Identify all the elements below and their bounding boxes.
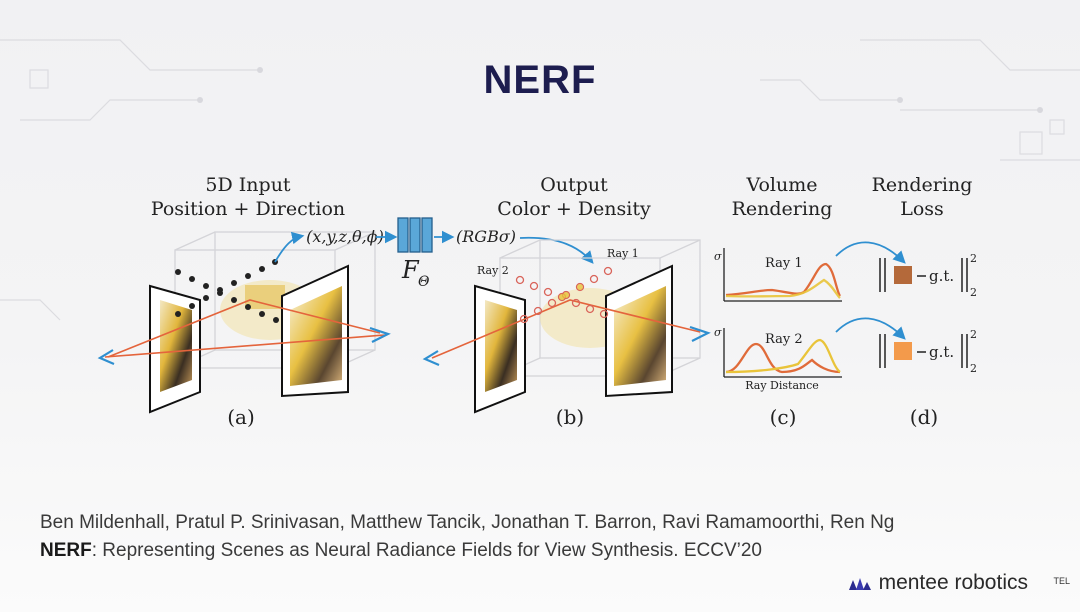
panel-b-ray2-label: Ray 2	[477, 264, 509, 277]
panel-a-title-line2: Position + Direction	[151, 198, 345, 220]
panel-c-title-line2: Rendering	[732, 198, 833, 220]
slide-title: NERF	[483, 58, 597, 102]
citation-paper: NERF: Representing Scenes as Neural Radi…	[40, 540, 762, 562]
brand-mark-icon	[848, 578, 871, 590]
panel-d-title-line1: Rendering	[872, 174, 973, 196]
brand-suffix: TEL	[1053, 576, 1070, 586]
panel-b-caption: (b)	[556, 405, 584, 429]
panel-b-ray1-label: Ray 1	[607, 247, 639, 260]
loss2-subscript: 2	[970, 362, 977, 375]
panel-d-caption: (d)	[910, 405, 938, 429]
graph1-sigma: σ	[714, 250, 722, 263]
loss1-gt: g.t.	[929, 267, 954, 285]
panel-a-caption: (a)	[227, 405, 255, 429]
brand-name: mentee robotics	[878, 571, 1028, 594]
output-tuple: (RGBσ)	[456, 227, 516, 246]
loss-arrow-ray2	[835, 317, 906, 340]
citation-paper-title: : Representing Scenes as Neural Radiance…	[91, 540, 762, 561]
loss1-exponent: 2	[970, 252, 977, 265]
network-label: F	[401, 256, 420, 284]
network-block	[397, 217, 433, 253]
loss-term-ray1	[879, 258, 968, 292]
loss1-subscript: 2	[970, 286, 977, 299]
loss2-exponent: 2	[970, 328, 977, 341]
graph-xaxis-label: Ray Distance	[745, 379, 819, 392]
density-graph-ray1	[723, 248, 842, 302]
panel-b-title-line2: Color + Density	[497, 198, 651, 220]
panel-a-scene	[97, 231, 391, 414]
panel-c-title-line1: Volume	[746, 174, 818, 196]
graph1-label: Ray 1	[765, 256, 803, 271]
panel-c-caption: (c)	[770, 405, 797, 429]
panel-a-title-line1: 5D Input	[205, 174, 291, 196]
graph2-sigma: σ	[714, 326, 722, 339]
loss2-gt: g.t.	[929, 343, 954, 361]
panel-d-title-line2: Loss	[900, 198, 944, 220]
citation-paper-bold: NERF	[40, 540, 92, 561]
panel-b-scene	[422, 239, 711, 414]
input-tuple: (x,y,z,θ,ϕ)	[306, 227, 384, 246]
density-graph-ray2	[723, 328, 842, 378]
loss-arrow-ray1	[835, 241, 906, 264]
brand-logo: mentee robotics	[848, 571, 1028, 595]
citation-authors: Ben Mildenhall, Pratul P. Srinivasan, Ma…	[40, 512, 895, 533]
loss-term-ray2	[879, 334, 968, 368]
network-subscript: Θ	[418, 274, 430, 290]
graph2-label: Ray 2	[765, 332, 803, 347]
panel-b-title-line1: Output	[540, 174, 608, 196]
